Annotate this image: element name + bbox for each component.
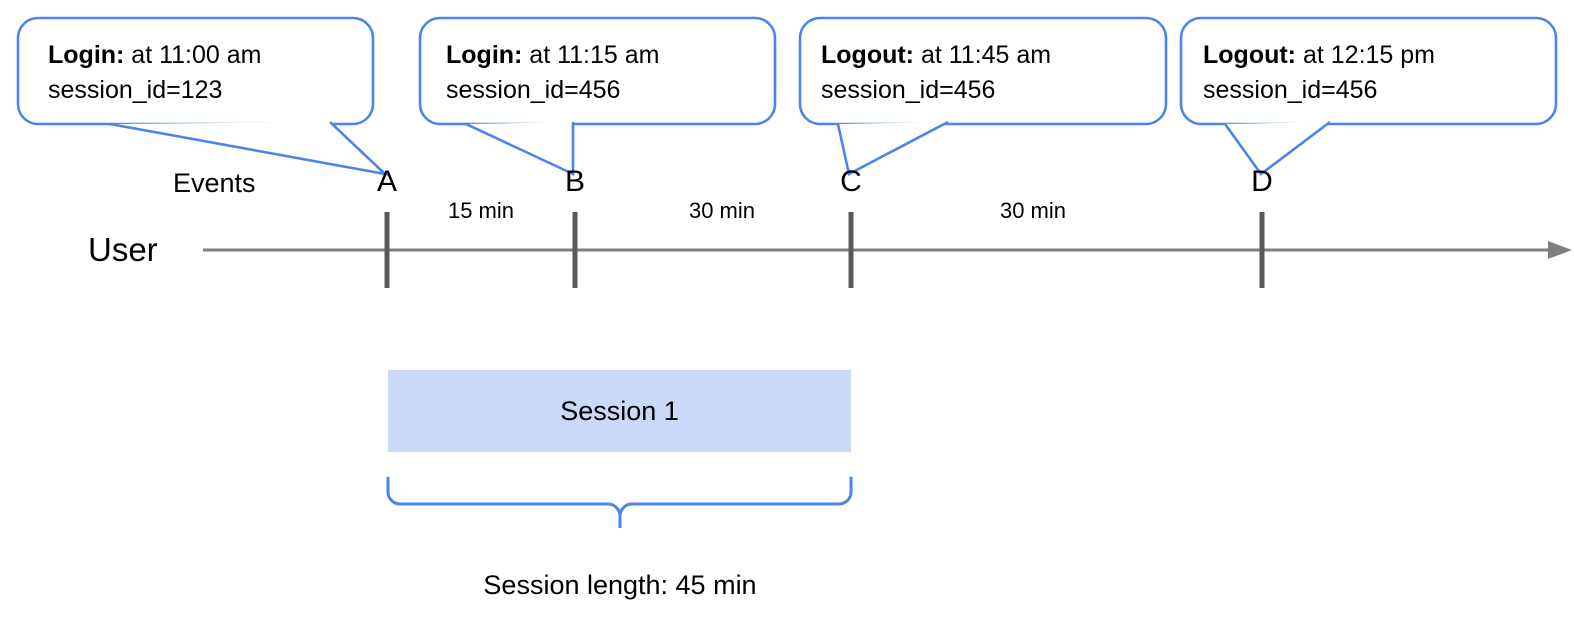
callout-text-d: Logout: at 12:15 pm session_id=456 <box>1203 38 1435 108</box>
marker-label-c: C <box>840 165 862 198</box>
callout-time-label: at 11:15 am <box>522 41 660 69</box>
marker-label-a: A <box>376 165 398 198</box>
callout-session-id: session_id=456 <box>821 76 996 104</box>
callout-lead-label: Login: <box>48 41 125 69</box>
callout-text-a: Login: at 11:00 am session_id=123 <box>48 38 261 108</box>
session-bar-label: Session 1 <box>560 395 679 426</box>
callout-session-id: session_id=456 <box>446 76 621 104</box>
callout-session-id: session_id=123 <box>48 76 223 104</box>
callout-text-c: Logout: at 11:45 am session_id=456 <box>821 38 1051 108</box>
session-length-caption: Session length: 45 min <box>483 570 757 600</box>
callout-lead-label: Logout: <box>821 41 915 69</box>
marker-label-b: B <box>564 165 586 198</box>
callout-time-label: at 12:15 pm <box>1296 41 1435 69</box>
session-brace <box>386 476 853 528</box>
callout-text-b: Login: at 11:15 am session_id=456 <box>446 38 659 108</box>
callout-lead-label: Logout: <box>1203 41 1297 69</box>
callout-lead-label: Login: <box>446 41 523 69</box>
timeline-axis <box>203 241 1572 259</box>
callout-session-id: session_id=456 <box>1203 76 1378 104</box>
marker-label-d: D <box>1251 165 1273 198</box>
events-row-label: Events <box>173 168 256 198</box>
callout-time-label: at 11:00 am <box>124 41 262 69</box>
interval-label-cd: 30 min <box>999 198 1067 223</box>
user-row-label: User <box>88 231 158 268</box>
axis-arrowhead <box>1548 241 1572 259</box>
interval-label-bc: 30 min <box>688 198 756 223</box>
callout-line-primary: Login: at 11:15 am <box>446 38 659 73</box>
interval-label-ab: 15 min <box>447 198 515 223</box>
event-ticks <box>384 212 1265 288</box>
callout-line-primary: Logout: at 11:45 am <box>821 38 1051 73</box>
callout-line-primary: Login: at 11:00 am <box>48 38 261 73</box>
callout-line-primary: Logout: at 12:15 pm <box>1203 38 1435 73</box>
session-bar: Session 1 <box>388 370 851 452</box>
callout-time-label: at 11:45 am <box>914 41 1052 69</box>
